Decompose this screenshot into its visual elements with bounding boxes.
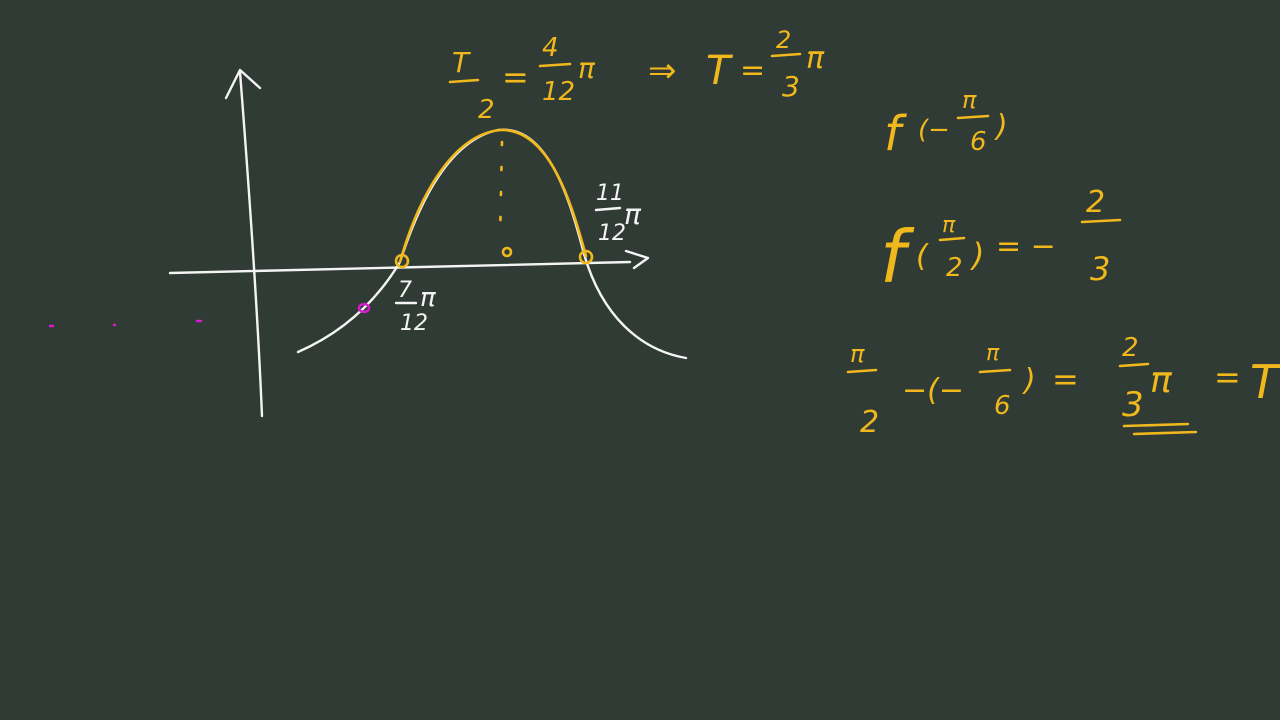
period-equation: T 2 = 4 12 π ⇒ T = 2 3 π — [448, 26, 825, 125]
equals-neg: = − — [996, 229, 1056, 264]
x-axis-arrowhead — [624, 249, 650, 270]
period-frac-den: 3 — [782, 70, 800, 103]
result-pi: π — [1150, 360, 1173, 401]
arg-close-1: ) — [994, 109, 1008, 144]
f-symbol-2: f — [880, 215, 915, 299]
half-period-num: T — [452, 46, 471, 79]
result-T: T — [1250, 355, 1280, 409]
arg-num-1: π — [962, 86, 977, 114]
close-paren-3: ) — [1022, 363, 1036, 398]
f-symbol-1: f — [884, 106, 907, 162]
arg-close-2: ) — [970, 236, 984, 274]
frac2-den: 6 — [994, 391, 1011, 421]
stray-marks — [48, 319, 203, 328]
right-root-num: 11 — [596, 181, 624, 206]
equals-2: = — [740, 53, 765, 88]
equals-4: = — [1214, 358, 1241, 396]
y-axis-arrowhead — [224, 68, 262, 100]
y-axis — [238, 70, 264, 418]
arg-den-2: 2 — [946, 253, 963, 283]
implies-arrow: ⇒ — [648, 51, 677, 91]
note-line-3: π 2 −(− π 6 ) = 2 3 π = T — [846, 333, 1280, 440]
frac1-num: π — [850, 340, 865, 368]
coordinate-axes — [168, 68, 650, 418]
note-line-1: f (− π 6 ) — [884, 86, 1008, 162]
arg-den-1: 6 — [970, 127, 987, 157]
left-root-point — [394, 253, 410, 269]
frac1-den: 2 — [860, 405, 879, 440]
result-num: 2 — [1122, 333, 1139, 363]
result-den: 3 — [1122, 385, 1144, 425]
sinusoid-curve — [296, 128, 688, 360]
right-root-den: 12 — [598, 221, 626, 246]
arg-num-2: π — [942, 213, 956, 238]
left-root-den: 12 — [400, 311, 428, 336]
right-root-pi: π — [624, 198, 642, 231]
right-root-point — [578, 249, 594, 265]
highlighted-half-period — [394, 128, 594, 269]
arg-open-2: ( — [916, 239, 929, 274]
period-T: T — [706, 48, 734, 94]
marked-point — [357, 302, 371, 314]
frac2-num: π — [986, 341, 1000, 366]
minus-open: −(− — [902, 373, 964, 408]
period-pi: π — [806, 41, 825, 76]
right-root-label: 11 12 π — [594, 181, 642, 246]
left-root-pi: π — [420, 283, 436, 313]
arg-open-1: (− — [918, 115, 950, 145]
half-period-den: 2 — [478, 95, 495, 125]
midpoint-point — [501, 246, 513, 258]
left-root-label: 7 12 π — [394, 278, 436, 336]
axis-of-symmetry-dashes — [498, 140, 504, 242]
value-num-2: 2 — [1086, 185, 1105, 220]
equals-1: = — [502, 58, 529, 96]
rhs-pi: π — [578, 52, 596, 85]
rhs-den: 12 — [542, 77, 575, 107]
left-root-num: 7 — [398, 278, 412, 303]
period-frac-num: 2 — [776, 26, 791, 54]
note-line-2: f ( π 2 ) = − 2 3 — [880, 185, 1122, 299]
rhs-num: 4 — [542, 33, 559, 63]
equals-3: = — [1052, 360, 1079, 398]
value-den-2: 3 — [1090, 250, 1110, 288]
result-underline — [1122, 422, 1198, 436]
